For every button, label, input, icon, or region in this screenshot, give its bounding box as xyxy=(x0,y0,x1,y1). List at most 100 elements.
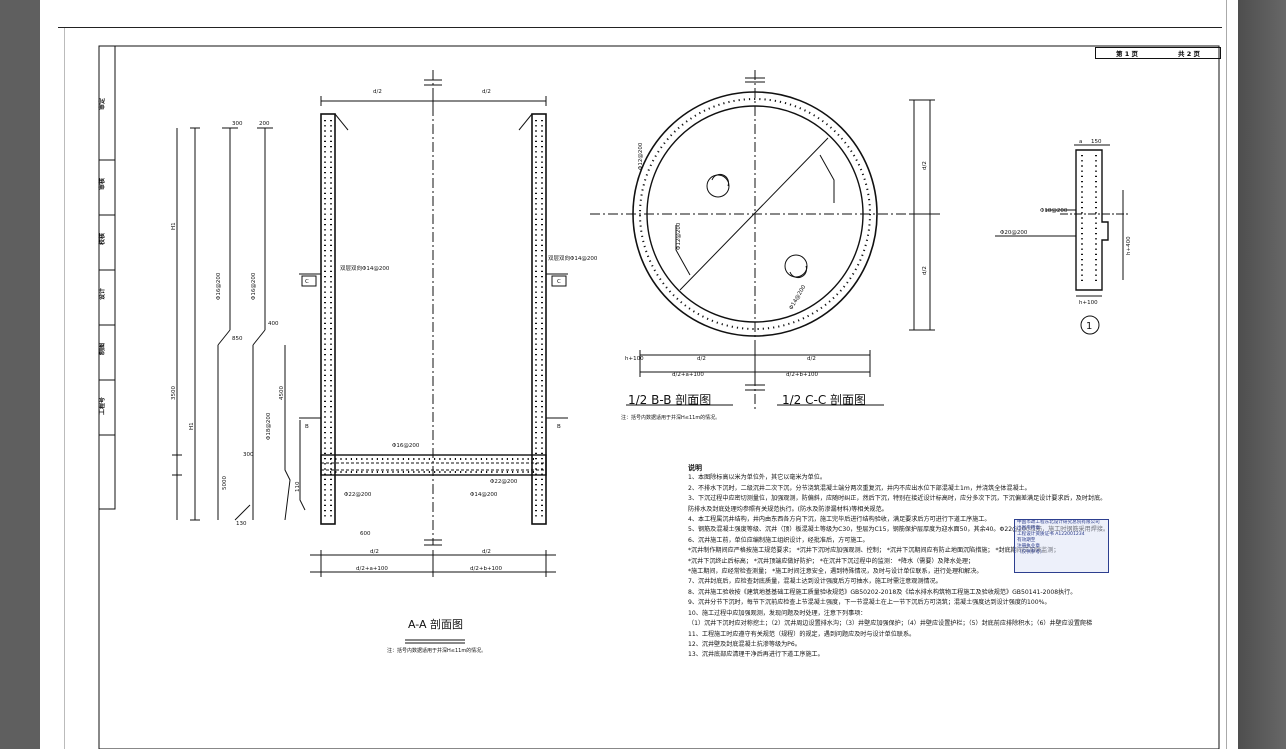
stamp-line: 出图专用章 xyxy=(1017,526,1040,531)
side-label-2: 校核 xyxy=(98,233,106,245)
svg-text:d/2: d/2 xyxy=(373,89,382,95)
svg-text:4500: 4500 xyxy=(279,386,285,400)
dim-300: 300 xyxy=(232,121,243,127)
detail-150: 150 xyxy=(1091,139,1102,145)
svg-text:Φ16@200: Φ16@200 xyxy=(251,272,257,300)
dim5000: 5000 xyxy=(222,476,228,490)
aa-section xyxy=(299,70,568,644)
svg-text:Φ16@200: Φ16@200 xyxy=(392,443,420,449)
note-line: *沉井下沉终止后标高； *沉井顶端应做好防护； *在沉井下沉过程中的监测： *降… xyxy=(688,557,975,565)
svg-text:h+100: h+100 xyxy=(625,356,644,362)
plan-rebar-2: Φ12@200 xyxy=(676,222,682,250)
cc-d2-bottom: d/2 xyxy=(922,266,928,275)
aa-d2b100: d/2+b+100 xyxy=(470,566,503,572)
svg-text:注：括号内数据适用于井深H≤11m的情况。: 注：括号内数据适用于井深H≤11m的情况。 xyxy=(387,647,486,654)
aa-d2-right: d/2 xyxy=(482,89,491,95)
svg-text:双层双向Φ14@200: 双层双向Φ14@200 xyxy=(548,254,598,262)
drawing-text: 300 200 3500 H1 H1 5000 Φ16@200 Φ16@200 … xyxy=(171,89,1132,572)
svg-text:1/2 B-B 剖面图: 1/2 B-B 剖面图 xyxy=(628,393,711,407)
svg-text:校核: 校核 xyxy=(98,233,106,245)
dim300b: 300 xyxy=(243,452,254,458)
note-line: 4、本工程属沉井结构，井内由东西各方向下沉，施工完毕后进行结构验收，满足要求后方… xyxy=(688,516,991,524)
aa-d2-bottom-left: d/2 xyxy=(370,549,379,555)
note-line: 3、下沉过程中应密切测量位，加强观测，防偏斜，应随时纠正，然后下沉，特别在接近设… xyxy=(688,495,1107,503)
rebar-bottom-2: Φ22@200 xyxy=(490,479,518,485)
detail-h400: h+400 xyxy=(1126,236,1132,255)
svg-text:d/2: d/2 xyxy=(922,266,928,275)
svg-text:850: 850 xyxy=(232,336,243,342)
bb-title: 1/2 B-B 剖面图 xyxy=(628,393,711,407)
page-label: 第 1 页 xyxy=(1115,50,1139,58)
total-label: 共 2 页 xyxy=(1177,50,1201,58)
page-top-rule xyxy=(58,27,1222,28)
dim600: 600 xyxy=(360,531,371,537)
detail-h100: h+100 xyxy=(1079,300,1098,306)
note-line: 11、工程施工时应遵守有关规范（规程）的规定，遇到问题应及时与设计单位联系。 xyxy=(688,630,916,638)
svg-text:1: 1 xyxy=(1086,321,1092,332)
bb-d2-right: d/2 xyxy=(807,356,816,362)
section-b-right: B xyxy=(557,424,561,430)
note-line: 10、施工过程中应加强观测，发现问题及时处理，注意下列事项： xyxy=(688,609,867,617)
stamp-line: （仅供参考） xyxy=(1017,550,1045,555)
svg-text:400: 400 xyxy=(268,321,279,327)
aa-d2-bottom-right: d/2 xyxy=(482,549,491,555)
svg-text:审核: 审核 xyxy=(98,178,106,190)
dim200: 200 xyxy=(259,121,270,127)
aa-title: A-A 剖面图 xyxy=(408,617,463,631)
svg-text:300: 300 xyxy=(243,452,254,458)
dim3500: 3500 xyxy=(171,386,177,400)
svg-text:B: B xyxy=(557,424,561,430)
svg-text:d/2: d/2 xyxy=(922,161,928,170)
note-line: 12、沉井壁及封底混凝土抗渗等级为P6。 xyxy=(688,640,801,648)
section-c-right: C xyxy=(557,279,561,285)
svg-text:设计: 设计 xyxy=(98,288,106,300)
detail-rebar: Φ18@200 xyxy=(1040,208,1068,214)
svg-text:600: 600 xyxy=(360,531,371,537)
title-strip xyxy=(98,45,116,510)
svg-text:Φ18@200: Φ18@200 xyxy=(1040,208,1068,214)
lb-rebar-left: 双层双向Φ14@200 xyxy=(340,264,390,272)
aa-d2a100: d/2+a+100 xyxy=(356,566,388,572)
svg-text:Φ12@200: Φ12@200 xyxy=(676,222,682,250)
note-line: 13、沉井底部应清理干净后再进行下道工序施工。 xyxy=(688,651,824,659)
aa-note: 注：括号内数据适用于井深H≤11m的情况。 xyxy=(387,647,486,654)
stamp-line: 有效期至 xyxy=(1017,538,1036,543)
svg-text:Φ16@200: Φ16@200 xyxy=(216,272,222,300)
svg-text:制图: 制图 xyxy=(98,343,106,355)
svg-text:H1: H1 xyxy=(171,222,177,230)
note-line: 5、钢筋及混凝土强度等级、沉井（顶）板混凝土等级为C30，垫层为C15，钢筋保护… xyxy=(688,526,1110,534)
stamp-line: 注册执业章 xyxy=(1017,544,1040,549)
bar-bending-diagrams xyxy=(172,127,306,521)
svg-text:d/2+a+100: d/2+a+100 xyxy=(672,372,704,378)
svg-text:C: C xyxy=(557,279,561,285)
svg-text:注：括号内数据适用于井深H≤11m的情况。: 注：括号内数据适用于井深H≤11m的情况。 xyxy=(621,414,720,421)
rebar-label-2: Φ16@200 xyxy=(251,272,257,300)
plan-rebar-1: Φ12@200 xyxy=(638,142,644,170)
bb-h100: h+100 xyxy=(625,356,644,362)
svg-text:d/2: d/2 xyxy=(482,89,491,95)
viewer-margin xyxy=(1238,0,1286,749)
h1-left: H1 xyxy=(189,422,195,430)
side-label-4: 制图 xyxy=(98,343,106,355)
note-line: （1）沉井下沉时应对称挖土；（2）沉井周边设置排水沟；（3）井壁应加强保护；（4… xyxy=(688,620,1093,628)
page-right-rule xyxy=(1226,0,1227,749)
svg-text:Φ22@200: Φ22@200 xyxy=(490,479,518,485)
svg-text:A-A 剖面图: A-A 剖面图 xyxy=(408,617,463,631)
bb-d2a100: d/2+a+100 xyxy=(672,372,704,378)
svg-text:d/2: d/2 xyxy=(482,549,491,555)
page-left-rule xyxy=(64,28,65,749)
note-line: 6、沉井施工前，单位应编制施工组织设计，经批准后，方可施工。 xyxy=(688,536,869,544)
rebar-label-1: Φ16@200 xyxy=(216,272,222,300)
svg-text:1/2 C-C 剖面图: 1/2 C-C 剖面图 xyxy=(782,393,866,407)
note-line: 7、沉井封底后，应检查封底质量，混凝土达到设计强度后方可抽水，施工时需注意观测情… xyxy=(688,578,942,586)
lb-rebar-right: 双层双向Φ14@200 xyxy=(548,254,598,262)
bb-d2b100: d/2+b+100 xyxy=(786,372,819,378)
svg-text:d/2+b+100: d/2+b+100 xyxy=(470,566,503,572)
svg-text:Φ22@200: Φ22@200 xyxy=(344,492,372,498)
svg-text:d/2: d/2 xyxy=(697,356,706,362)
svg-text:Φ14@200: Φ14@200 xyxy=(470,492,498,498)
svg-text:3500: 3500 xyxy=(171,386,177,400)
notes-title: 说明 xyxy=(688,464,702,472)
svg-text:H1: H1 xyxy=(189,422,195,430)
